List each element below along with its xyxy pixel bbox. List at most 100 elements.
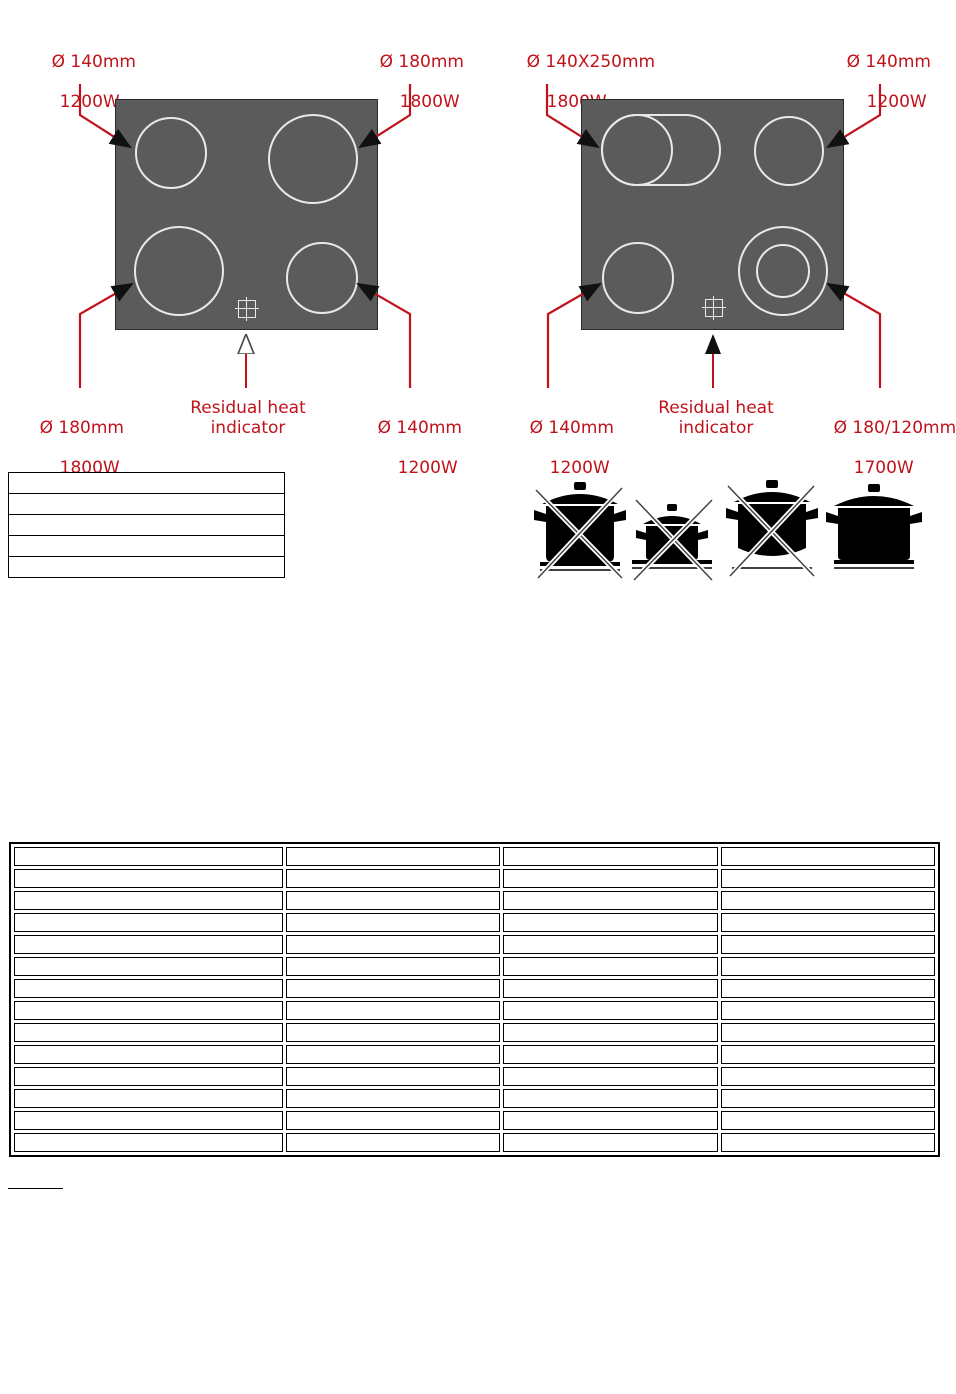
table-cell bbox=[503, 1067, 718, 1086]
zone-power: 1200W bbox=[866, 92, 927, 112]
table-row bbox=[8, 472, 285, 494]
table-cell bbox=[503, 935, 718, 954]
table-cell bbox=[503, 1001, 718, 1020]
table-cell bbox=[720, 869, 935, 888]
left-hob-indicator-label: Residual heat indicator bbox=[190, 398, 306, 438]
table-cell bbox=[503, 869, 718, 888]
arrow bbox=[546, 282, 602, 388]
zone-power: 1800W bbox=[399, 92, 460, 112]
table-cell bbox=[720, 1045, 935, 1064]
right-hob-top-right-label: Ø 140mm 1200W bbox=[825, 32, 931, 132]
footnote-divider bbox=[8, 1188, 63, 1189]
right-hob-top-left-label: Ø 140X250mm 1800W bbox=[505, 32, 655, 132]
cooking-zone bbox=[601, 114, 673, 186]
zone-power: 1200W bbox=[397, 458, 458, 478]
table-row bbox=[14, 847, 935, 866]
arrow bbox=[78, 84, 132, 149]
table-cell bbox=[720, 979, 935, 998]
arrow bbox=[545, 84, 600, 149]
table-row bbox=[14, 935, 935, 954]
table-row bbox=[14, 1089, 935, 1108]
table-cell bbox=[14, 1089, 283, 1108]
zone-size: Ø 180mm bbox=[379, 52, 464, 72]
table-row bbox=[14, 891, 935, 910]
zone-size: Ø 140mm bbox=[51, 52, 136, 72]
table-cell bbox=[285, 1023, 501, 1042]
table-cell bbox=[14, 1067, 283, 1086]
zone-power: 1700W bbox=[853, 458, 914, 478]
tall-pot-crossed-icon bbox=[534, 482, 626, 580]
arrow bbox=[826, 84, 882, 149]
zone-power: 1200W bbox=[549, 458, 610, 478]
table-cell bbox=[285, 1111, 501, 1130]
zone-size: Ø 140mm bbox=[529, 418, 614, 438]
table-cell bbox=[503, 1111, 718, 1130]
table-cell bbox=[503, 979, 718, 998]
cooking-zone bbox=[602, 242, 674, 314]
arrow bbox=[826, 282, 882, 388]
table-cell bbox=[285, 935, 501, 954]
table-cell bbox=[14, 869, 283, 888]
table-cell bbox=[285, 1067, 501, 1086]
table-cell bbox=[720, 1067, 935, 1086]
table-cell bbox=[720, 957, 935, 976]
table-cell bbox=[285, 869, 501, 888]
zone-power: 1200W bbox=[59, 92, 120, 112]
table-cell bbox=[8, 535, 285, 557]
left-hob-top-right-label: Ø 180mm 1800W bbox=[358, 32, 464, 132]
table-cell bbox=[720, 913, 935, 932]
table-cell bbox=[720, 1023, 935, 1042]
table-cell bbox=[285, 979, 501, 998]
small-pot-crossed-icon bbox=[632, 498, 714, 582]
small-table bbox=[8, 472, 285, 578]
right-hob-bottom-right-label: Ø 180/120mm 1700W bbox=[812, 398, 956, 498]
table-cell bbox=[285, 1001, 501, 1020]
left-hob-panel bbox=[115, 99, 378, 330]
table-cell bbox=[285, 1089, 501, 1108]
table-cell bbox=[503, 891, 718, 910]
arrow bbox=[358, 84, 412, 149]
table-cell bbox=[720, 935, 935, 954]
table-row bbox=[14, 957, 935, 976]
table-cell bbox=[503, 847, 718, 866]
zone-size: Ø 140X250mm bbox=[526, 52, 656, 72]
zone-size: Ø 140mm bbox=[377, 418, 462, 438]
table-cell bbox=[285, 891, 501, 910]
right-hob-panel bbox=[581, 99, 844, 330]
table-cell bbox=[14, 957, 283, 976]
table-cell bbox=[14, 891, 283, 910]
table-cell bbox=[720, 1089, 935, 1108]
table-cell bbox=[720, 1133, 935, 1152]
table-row bbox=[14, 979, 935, 998]
cooking-zone bbox=[135, 117, 207, 189]
table-cell bbox=[720, 891, 935, 910]
left-hob-top-left-label: Ø 140mm 1200W bbox=[30, 32, 136, 132]
table-cell bbox=[14, 979, 283, 998]
arrow bbox=[78, 282, 134, 388]
table-cell bbox=[8, 472, 285, 494]
table-row bbox=[14, 913, 935, 932]
table-row bbox=[14, 1001, 935, 1020]
residual-heat-indicator-icon bbox=[235, 297, 259, 321]
table-cell bbox=[14, 1045, 283, 1064]
arrow bbox=[356, 282, 412, 388]
right-hob-bottom-left-label: Ø 140mm 1200W bbox=[508, 398, 614, 498]
dual-cooking-zone-inner bbox=[756, 244, 810, 298]
residual-heat-indicator-icon bbox=[702, 296, 726, 320]
table-cell bbox=[14, 1023, 283, 1042]
table-cell bbox=[720, 847, 935, 866]
table-cell bbox=[503, 1045, 718, 1064]
table-cell bbox=[720, 1111, 935, 1130]
cookware-guidance-illustration bbox=[534, 480, 922, 582]
table-row bbox=[8, 535, 285, 557]
table-row bbox=[14, 1045, 935, 1064]
warped-base-pot-crossed-icon bbox=[726, 480, 818, 578]
table-row bbox=[8, 514, 285, 536]
table-cell bbox=[503, 1089, 718, 1108]
table-row bbox=[14, 1111, 935, 1130]
table-cell bbox=[285, 1133, 501, 1152]
table-cell bbox=[14, 1111, 283, 1130]
zone-size: Ø 180mm bbox=[39, 418, 124, 438]
right-hob-indicator-label: Residual heat indicator bbox=[658, 398, 774, 438]
table-cell bbox=[8, 556, 285, 578]
